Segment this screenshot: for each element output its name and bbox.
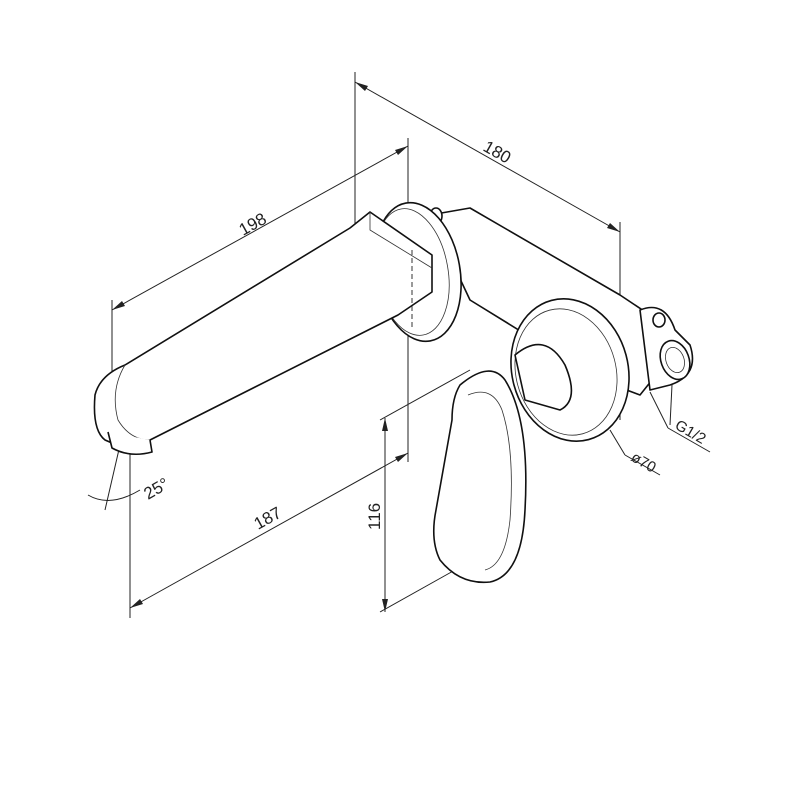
- label-187: 187: [251, 503, 285, 533]
- lever-handle: [432, 343, 573, 584]
- label-198: 198: [236, 209, 270, 239]
- leader-diameter: ø70: [609, 429, 661, 476]
- mixer-escutcheon: [510, 298, 630, 442]
- spout: [93, 211, 433, 456]
- label-angle: 25°: [141, 474, 173, 503]
- dimension-187: 187: [129, 452, 409, 618]
- label-180: 180: [480, 137, 514, 168]
- label-thread: G1/2: [672, 417, 709, 448]
- dimension-116: 116: [365, 369, 471, 613]
- label-116: 116: [365, 503, 384, 530]
- leader-thread: G1/2: [649, 384, 711, 453]
